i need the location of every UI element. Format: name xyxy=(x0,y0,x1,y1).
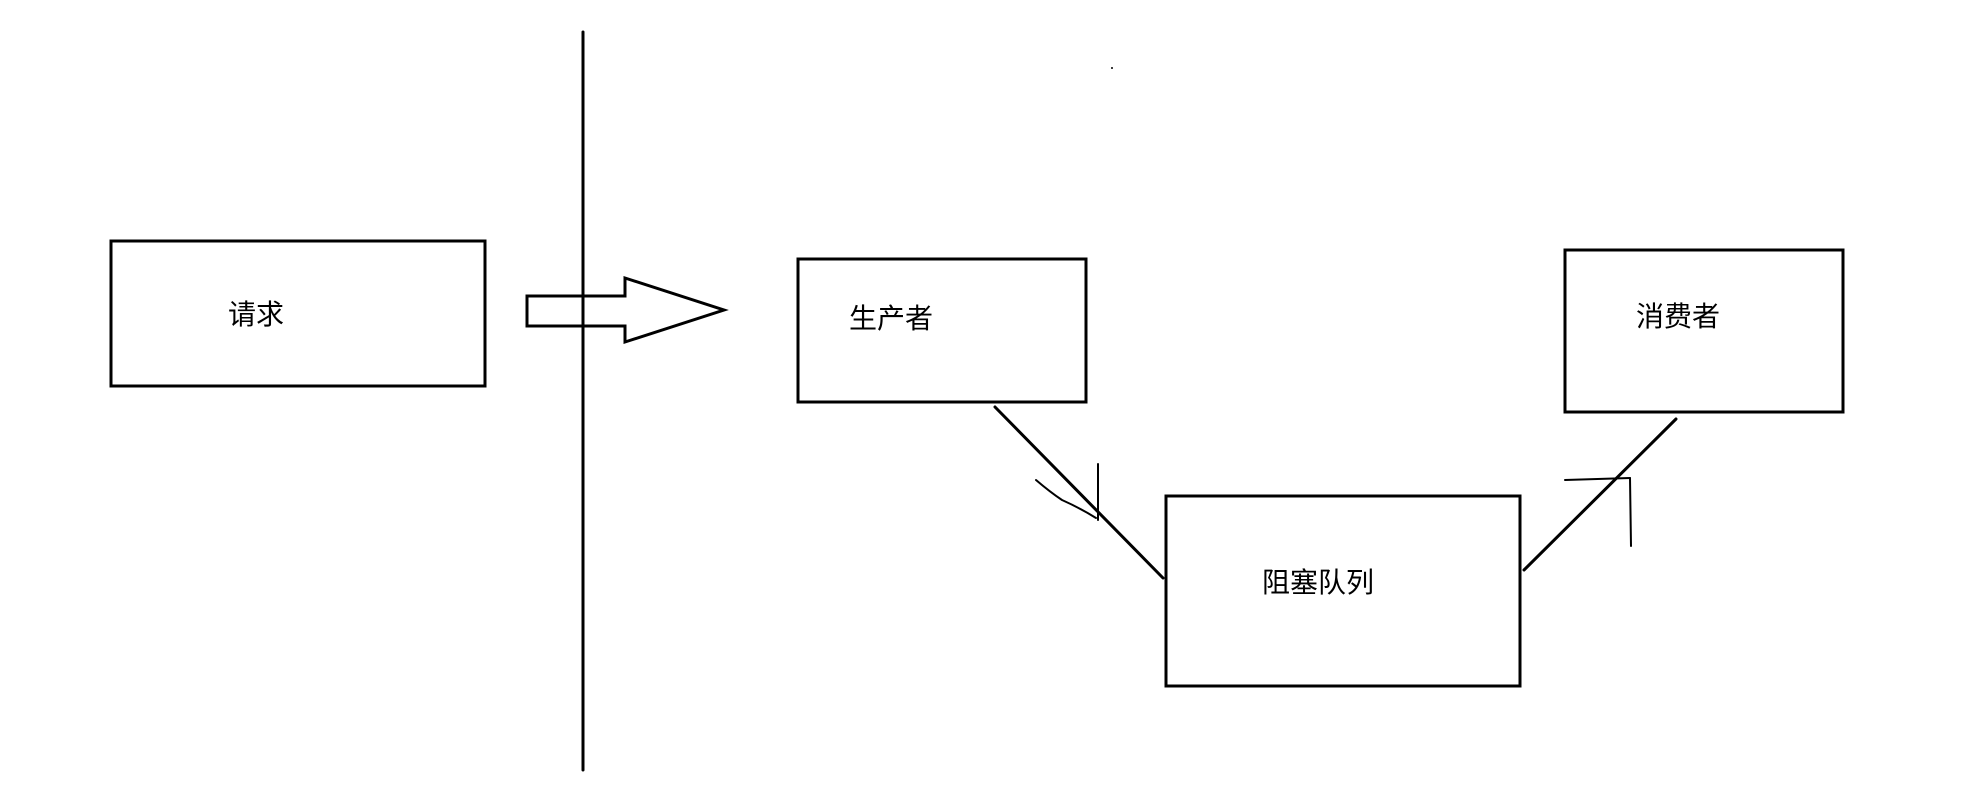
consumer-label: 消费者 xyxy=(1636,300,1720,333)
arrowhead-vertical-stroke-2 xyxy=(1629,477,1632,547)
request-label: 请求 xyxy=(228,298,284,331)
request-node: 请求 xyxy=(109,239,487,388)
producer-queue-line xyxy=(993,405,1165,580)
arrowhead-horizontal-stroke xyxy=(1564,477,1631,481)
producer-label: 生产者 xyxy=(849,302,933,335)
request-box xyxy=(109,239,487,388)
queue-box xyxy=(1164,494,1522,688)
producer-to-queue-connector xyxy=(993,405,1165,580)
producer-node: 生产者 xyxy=(796,257,1088,404)
queue-to-consumer-connector xyxy=(1522,417,1678,572)
stray-dot xyxy=(1111,67,1113,69)
queue-consumer-line xyxy=(1522,417,1678,572)
consumer-node: 消费者 xyxy=(1563,248,1845,414)
arrowhead-curved-stroke xyxy=(1035,479,1097,519)
queue-node: 阻塞队列 xyxy=(1164,494,1522,688)
flow-arrow xyxy=(525,275,729,345)
queue-label: 阻塞队列 xyxy=(1262,566,1374,599)
consumer-box xyxy=(1563,248,1845,414)
producer-box xyxy=(796,257,1088,404)
